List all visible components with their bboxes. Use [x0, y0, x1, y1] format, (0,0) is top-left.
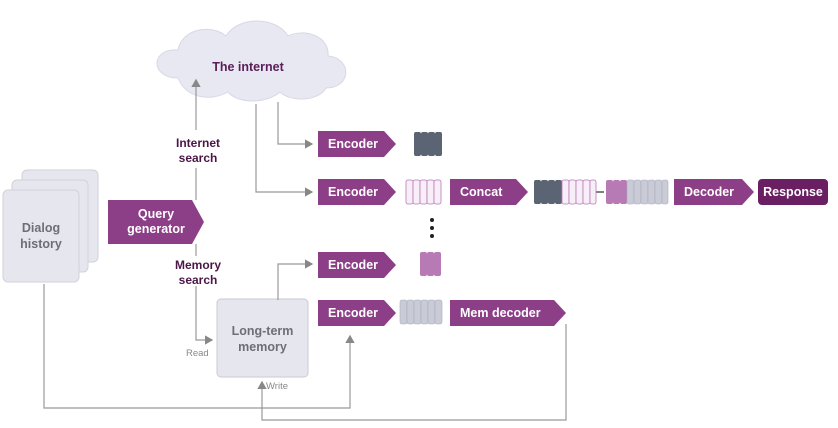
memory-search-label: Memory search — [174, 258, 221, 287]
write-label: Write — [266, 381, 288, 392]
tokens-enc4 — [399, 299, 443, 325]
tokens-enc1 — [414, 132, 442, 156]
long-term-memory-label: Long-term memory — [231, 324, 294, 354]
tokens-enc2 — [405, 179, 442, 205]
ellipsis-dots — [430, 218, 434, 238]
tokens-concat-right — [606, 179, 669, 205]
internet-search-label: Internet search — [175, 136, 220, 165]
response-node: Response — [758, 179, 828, 205]
tokens-enc3 — [420, 252, 441, 276]
decoder-node: Decoder — [674, 179, 754, 205]
mem-decoder-node: Mem decoder — [450, 300, 566, 326]
read-arrow — [195, 286, 214, 345]
query-generator-node: Query generator — [108, 200, 204, 244]
concat-node: Concat — [450, 179, 528, 205]
dialog-history-stack — [2, 169, 99, 283]
encoder-2: Encoder — [318, 179, 396, 205]
write-arrow — [257, 324, 567, 421]
memory-to-encoder3-arrow — [277, 259, 314, 300]
encoder-1: Encoder — [318, 131, 396, 157]
connectors — [43, 78, 604, 421]
tokens-concat-left — [534, 179, 597, 205]
encoder-3: Encoder — [318, 252, 396, 278]
cloud-to-encoder2-arrow — [255, 104, 314, 197]
long-term-memory-box — [216, 298, 309, 378]
internet-cloud — [156, 20, 347, 102]
read-label: Read — [186, 348, 209, 359]
dialog-to-encoder4-arrow — [43, 284, 355, 409]
dialog-history-label: Dialog history — [20, 221, 62, 251]
encoder-4: Encoder — [318, 300, 396, 326]
internet-cloud-label: The internet — [212, 60, 284, 74]
cloud-to-encoder1-arrow — [277, 102, 314, 149]
